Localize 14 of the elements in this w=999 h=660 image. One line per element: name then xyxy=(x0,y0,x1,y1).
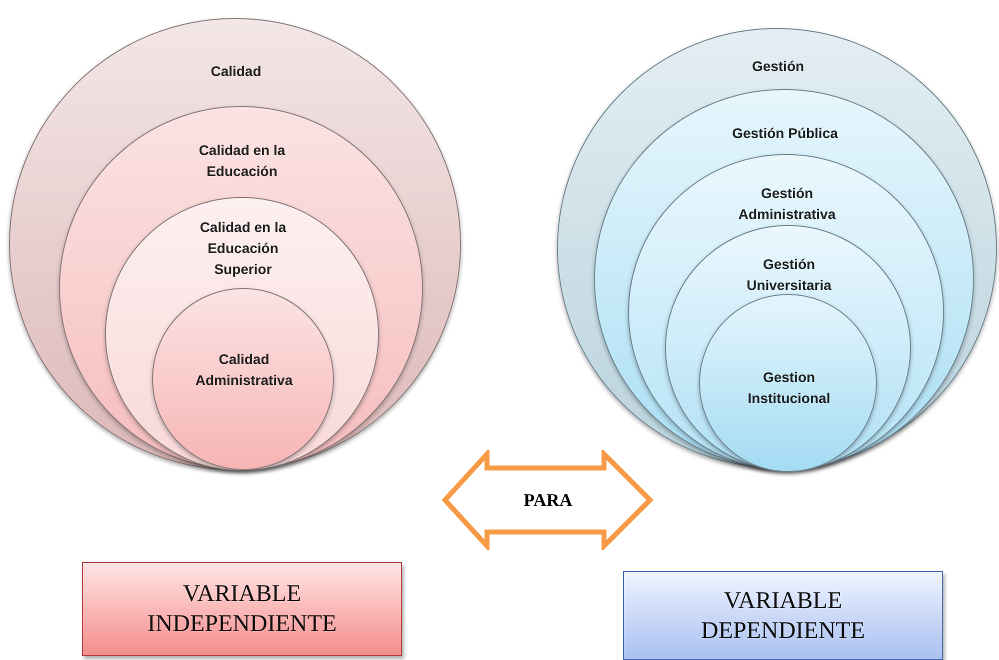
circle-label: Gestion Institucional xyxy=(746,368,832,408)
circle-label: Calidad en la Educación xyxy=(198,141,286,181)
variable-label: VARIABLE INDEPENDIENTE xyxy=(146,580,338,639)
circle-label: Calidad xyxy=(210,62,262,81)
variable-box xyxy=(623,571,943,660)
circle-label: Gestión Pública xyxy=(731,124,839,143)
variable-label: VARIABLE DEPENDIENTE xyxy=(700,586,866,646)
circle-label: Calidad en la Educación Superior xyxy=(198,218,288,279)
arrow-label: PARA xyxy=(524,488,572,512)
circle-label: Gestión Administrativa xyxy=(737,184,837,224)
circle-label: Calidad Administrativa xyxy=(194,350,294,390)
circle-label: Gestión Universitaria xyxy=(746,255,832,295)
circle-label: Gestión xyxy=(750,57,806,76)
variable-box xyxy=(82,562,402,656)
